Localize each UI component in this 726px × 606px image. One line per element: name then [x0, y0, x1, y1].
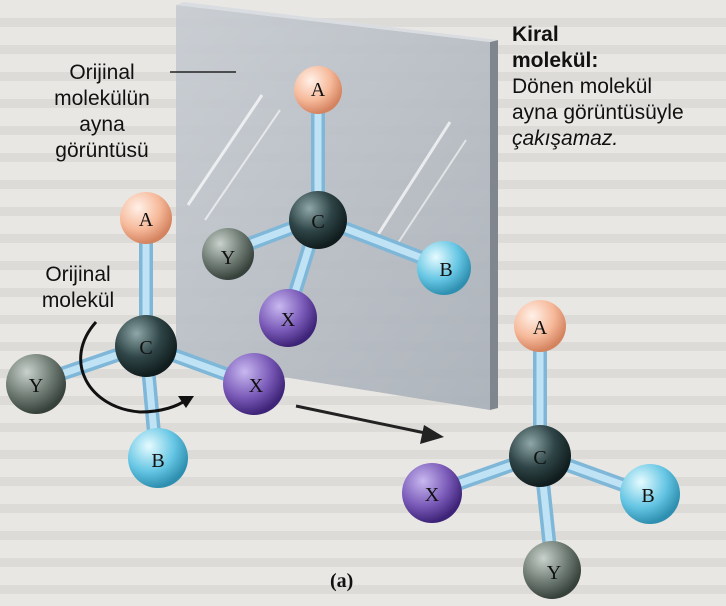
atom-a-label: A [311, 79, 326, 101]
atom-y-label: Y [221, 247, 235, 269]
mirror-image-label-line-1: Orijinal [69, 61, 135, 84]
atom-c-label: C [311, 211, 324, 233]
rotation-arrow [79, 321, 194, 414]
atom-b [128, 428, 188, 488]
original-molecule-label-line-1: Orijinal [45, 263, 111, 286]
atom-x-label: X [249, 375, 264, 397]
atom-c [509, 425, 571, 487]
atom-c [289, 191, 347, 249]
atom-x-label: X [425, 484, 440, 506]
atom-y-label: Y [29, 375, 43, 397]
atom-x [259, 289, 317, 347]
rotated-molecule: A X B Y C [402, 300, 680, 599]
atom-b-label: B [151, 450, 164, 472]
mirror-image-label-line-4: görüntüsü [55, 139, 149, 162]
original-molecule: A Y X B C [6, 192, 285, 488]
atom-a [120, 192, 172, 244]
chiral-desc-line-1: Dönen molekül [512, 75, 653, 98]
transformation-arrow [295, 404, 444, 444]
chiral-title-line-2: molekül: [512, 49, 599, 72]
atom-y-label: Y [547, 562, 561, 584]
atom-c-label: C [139, 337, 152, 359]
mirror-image-label-line-2: molekülün [54, 87, 150, 110]
atom-b-label: B [641, 485, 654, 507]
chiral-description: Kiral molekül: Dönen molekül ayna görünt… [512, 22, 722, 152]
atom-x-label: X [281, 309, 296, 331]
mirror-image-label-line-3: ayna [79, 113, 125, 136]
atom-a-label: A [533, 317, 548, 339]
atom-a-label: A [139, 209, 154, 231]
original-molecule-label-line-2: molekül [41, 289, 115, 312]
atom-b [620, 464, 680, 524]
atom-b-label: B [439, 259, 452, 281]
mirror-image-label: Orijinal molekülün ayna görüntüsü [42, 60, 162, 164]
original-molecule-label: Orijinal molekül [18, 262, 138, 314]
mirror-image-molecule: A Y B X C [202, 66, 471, 347]
atom-a [514, 300, 566, 352]
chiral-title-line-1: Kiral [512, 23, 559, 46]
atom-y [523, 541, 581, 599]
chiral-desc-line-2: ayna görüntüsüyle [512, 101, 684, 124]
atom-b [417, 241, 471, 295]
atom-x [402, 463, 462, 523]
atom-y [202, 228, 254, 280]
atom-c-label: C [533, 447, 546, 469]
figure-caption: (a) [330, 570, 354, 592]
atom-a [294, 66, 342, 114]
atom-x [223, 353, 285, 415]
chiral-desc-line-3: çakışamaz. [512, 127, 619, 150]
atom-y [6, 354, 66, 414]
atom-c [115, 315, 177, 377]
